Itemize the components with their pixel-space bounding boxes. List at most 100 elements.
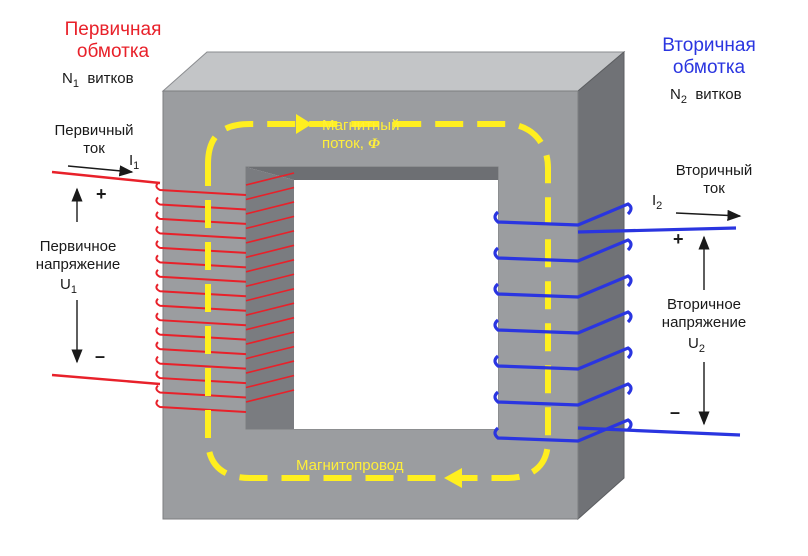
- core-top-face: [161, 51, 626, 92]
- secondary-current-symbol-sub: 2: [656, 200, 663, 212]
- primary-turn-back: [245, 244, 295, 259]
- primary-turn-front: [155, 269, 247, 283]
- primary-turn-front: [155, 326, 247, 341]
- primary-lead-top: [51, 170, 161, 185]
- primary-current-symbol-sub: 1: [133, 160, 140, 172]
- secondary-voltage-line1: Вторичное: [666, 296, 742, 313]
- flux-label-line2-text: поток,: [322, 135, 364, 152]
- secondary-current-label: Вторичный ток: [658, 162, 770, 198]
- secondary-turn: [493, 382, 633, 407]
- flux-path: [205, 121, 551, 481]
- primary-current-symbol: I1: [129, 152, 140, 172]
- primary-turn-back: [245, 331, 295, 345]
- primary-turn-front: [155, 399, 247, 413]
- primary-current-label: Первичный ток: [38, 122, 150, 158]
- primary-turn-back: [245, 374, 295, 389]
- secondary-lead-top: [577, 226, 737, 234]
- primary-turn-back: [245, 302, 295, 316]
- primary-winding-title-line1: Первичная: [64, 19, 162, 40]
- core-label: Магнитопровод: [296, 457, 404, 474]
- window-opening: [294, 180, 498, 429]
- primary-voltage-line1: Первичное: [39, 238, 117, 255]
- primary-turn-front: [155, 355, 247, 370]
- primary-turns-word: витков: [87, 70, 134, 87]
- primary-turn-back: [245, 273, 295, 288]
- primary-turn-back: [245, 186, 295, 201]
- secondary-current-arrow: [675, 209, 742, 222]
- primary-turn-back: [245, 172, 295, 186]
- flux-label: Магнитный поток, Φ: [322, 117, 399, 153]
- secondary-current-symbol: I2: [652, 192, 663, 212]
- primary-turn-back: [245, 201, 295, 215]
- primary-turn-back: [245, 230, 295, 244]
- secondary-voltage-minus: –: [670, 402, 681, 422]
- primary-current-line1: Первичный: [54, 122, 134, 139]
- secondary-winding: [493, 202, 633, 443]
- primary-voltage-minus: –: [95, 346, 106, 366]
- primary-voltage-symbol-sub: 1: [70, 284, 77, 296]
- secondary-turn: [493, 346, 633, 371]
- primary-turn-back: [245, 360, 295, 374]
- secondary-winding-title-line2: обмотка: [672, 57, 746, 78]
- secondary-turn: [493, 202, 633, 227]
- flux-label-line1: Магнитный: [322, 117, 400, 134]
- secondary-turn: [493, 274, 633, 299]
- core-side-face: [577, 50, 625, 521]
- secondary-winding-title: Вторичная обмотка: [644, 35, 774, 79]
- primary-turn-front: [155, 211, 247, 225]
- flux-arrow-bottom: [444, 468, 462, 488]
- window-left-inner: [246, 167, 294, 429]
- flux-label-line2: поток, Φ: [322, 135, 399, 153]
- primary-current-arrow: [67, 165, 134, 177]
- primary-turns-sub: 1: [72, 78, 79, 90]
- primary-winding-title-line2: обмотка: [76, 41, 150, 62]
- secondary-lead-bottom: [577, 426, 741, 437]
- primary-current-line2: ток: [83, 140, 105, 157]
- secondary-current-line2: ток: [703, 180, 725, 197]
- secondary-turn: [493, 418, 633, 443]
- secondary-voltage-symbol-letter: U: [688, 335, 699, 352]
- secondary-voltage-line2: напряжение: [661, 314, 747, 331]
- primary-turn-back: [245, 389, 295, 403]
- window-top-inner: [246, 167, 498, 180]
- primary-current-symbol-letter: I: [129, 152, 134, 169]
- flux-arrow-top: [296, 114, 312, 134]
- secondary-current-line1: Вторичный: [675, 162, 753, 179]
- primary-turn-back: [245, 215, 295, 230]
- primary-turn-front: [155, 225, 247, 240]
- primary-turn-front: [155, 370, 247, 385]
- primary-turn-back: [245, 287, 295, 302]
- secondary-turn: [493, 238, 633, 263]
- primary-voltage-plus: +: [96, 184, 107, 204]
- secondary-voltage-symbol: U2: [688, 335, 705, 355]
- secondary-voltage-label: Вторичное напряжение: [645, 296, 763, 332]
- secondary-voltage-plus: +: [673, 229, 684, 249]
- primary-turn-back: [245, 316, 295, 331]
- primary-turns-symbol: N: [62, 70, 73, 87]
- primary-turn-front: [155, 312, 247, 327]
- secondary-turns: N2 витков: [670, 86, 742, 106]
- primary-voltage-label: Первичное напряжение: [22, 238, 134, 274]
- secondary-turn: [493, 310, 633, 335]
- secondary-turns-sub: 2: [680, 94, 687, 106]
- primary-voltage-line2: напряжение: [35, 256, 121, 273]
- secondary-turns-word: витков: [695, 86, 742, 103]
- primary-winding-back: [245, 172, 295, 403]
- secondary-current-symbol-letter: I: [652, 192, 657, 209]
- primary-voltage-symbol-letter: U: [60, 276, 71, 293]
- primary-turn-front: [155, 240, 247, 254]
- primary-turn-back: [245, 259, 295, 273]
- primary-turn-back: [245, 345, 295, 360]
- primary-turn-front: [155, 298, 247, 312]
- flux-symbol: Φ: [368, 136, 380, 152]
- primary-turns: N1 витков: [62, 70, 134, 90]
- primary-voltage-symbol: U1: [60, 276, 77, 296]
- secondary-winding-title-line1: Вторичная: [662, 35, 756, 56]
- primary-turn-front: [155, 384, 247, 399]
- primary-turn-front: [155, 196, 247, 211]
- primary-turn-front: [155, 254, 247, 269]
- primary-turn-front: [155, 341, 247, 356]
- primary-winding-title: Первичная обмотка: [53, 19, 173, 63]
- primary-turn-front: [155, 283, 247, 298]
